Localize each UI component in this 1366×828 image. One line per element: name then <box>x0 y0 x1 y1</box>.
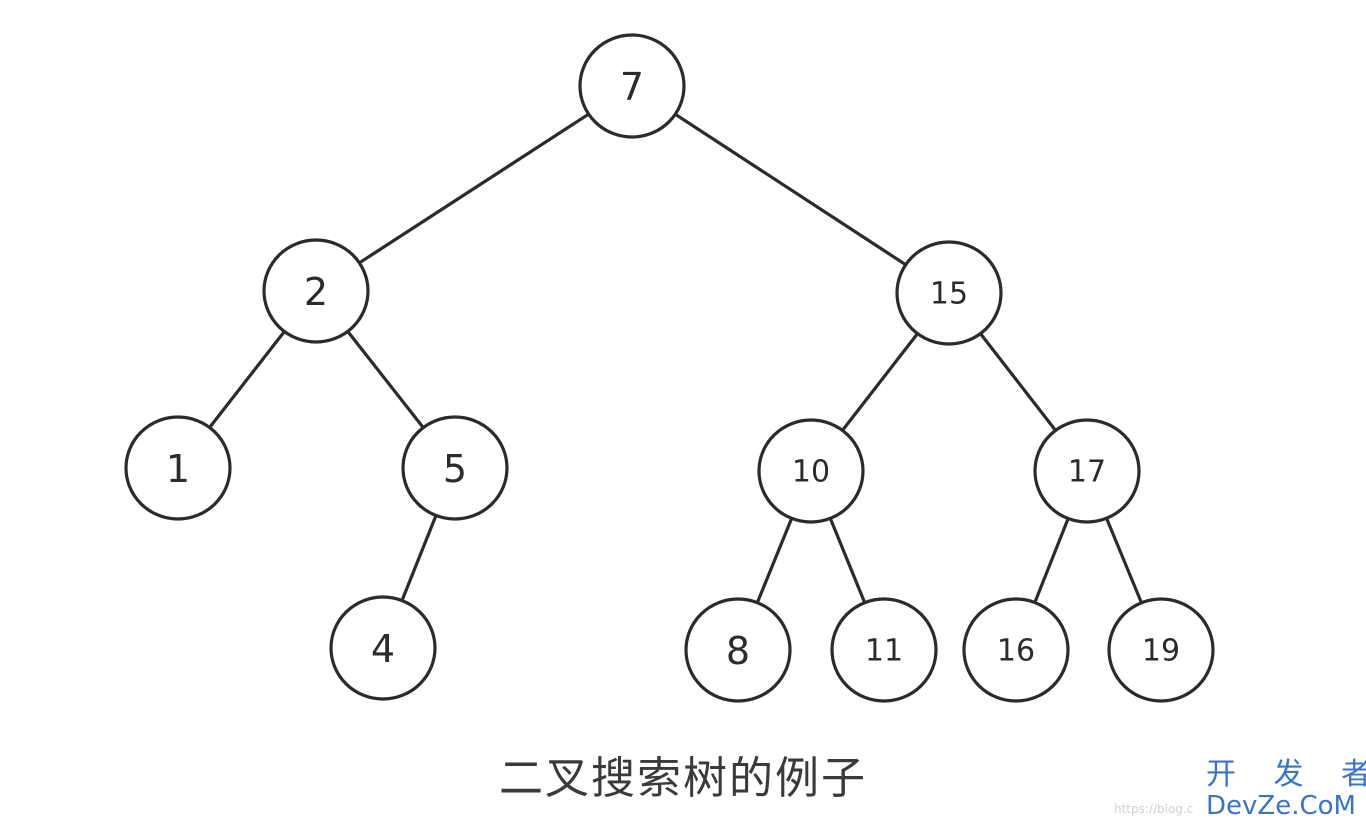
tree-edge-7-15 <box>673 112 908 267</box>
tree-node-label: 15 <box>930 277 968 312</box>
tree-node-circle <box>1107 597 1215 703</box>
tree-edges <box>208 112 1143 604</box>
tree-node-label: 4 <box>371 627 395 671</box>
tree-edge-17-16 <box>1033 517 1070 604</box>
tree-node-circle <box>757 418 865 524</box>
tree-node-label: 19 <box>1142 634 1180 669</box>
tree-node-19: 19 <box>1107 597 1215 703</box>
tree-node-17: 17 <box>1033 418 1141 524</box>
site-logo: 开 发 者 DevZe.CoM <box>1206 757 1366 822</box>
tree-node-label: 1 <box>166 447 190 491</box>
tree-node-7: 7 <box>578 33 686 139</box>
tree-node-16: 16 <box>962 597 1070 703</box>
tree-edge-10-8 <box>756 517 793 604</box>
tree-node-circle <box>124 415 232 521</box>
tree-node-2: 2 <box>262 238 370 344</box>
logo-chinese-text: 开 发 者 <box>1206 757 1366 792</box>
tree-node-1: 1 <box>124 415 232 521</box>
tree-edge-15-17 <box>979 332 1057 432</box>
tree-edge-5-4 <box>400 514 438 602</box>
tree-node-label: 11 <box>865 634 903 669</box>
tree-edge-7-2 <box>358 112 590 265</box>
tree-node-label: 2 <box>304 270 328 314</box>
tree-edge-15-10 <box>841 332 919 432</box>
tree-node-circle <box>830 597 938 703</box>
tree-edge-2-1 <box>208 330 286 429</box>
tree-node-5: 5 <box>401 415 509 521</box>
tree-node-circle <box>1033 418 1141 524</box>
tree-node-circle <box>962 597 1070 703</box>
tree-node-label: 17 <box>1068 455 1106 490</box>
tree-node-circle <box>262 238 370 344</box>
tree-node-circle <box>578 33 686 139</box>
watermark-url: https://blog.c <box>1114 802 1194 816</box>
tree-node-label: 10 <box>792 455 830 490</box>
tree-node-circle <box>895 240 1003 346</box>
tree-node-label: 8 <box>726 629 750 673</box>
tree-node-label: 7 <box>620 65 644 109</box>
tree-node-8: 8 <box>684 597 792 703</box>
tree-node-circle <box>401 415 509 521</box>
tree-node-circle <box>684 597 792 703</box>
tree-node-label: 5 <box>443 447 467 491</box>
tree-node-label: 16 <box>997 634 1035 669</box>
tree-edge-17-19 <box>1105 517 1143 604</box>
tree-node-15: 15 <box>895 240 1003 346</box>
tree-node-10: 10 <box>757 418 865 524</box>
logo-english-text: DevZe.CoM <box>1206 791 1356 821</box>
tree-edge-2-5 <box>346 330 425 429</box>
tree-node-circle <box>329 595 437 701</box>
tree-edge-10-11 <box>829 517 866 604</box>
tree-node-11: 11 <box>830 597 938 703</box>
tree-node-4: 4 <box>329 595 437 701</box>
diagram-caption: 二叉搜索树的例子 <box>499 753 867 804</box>
